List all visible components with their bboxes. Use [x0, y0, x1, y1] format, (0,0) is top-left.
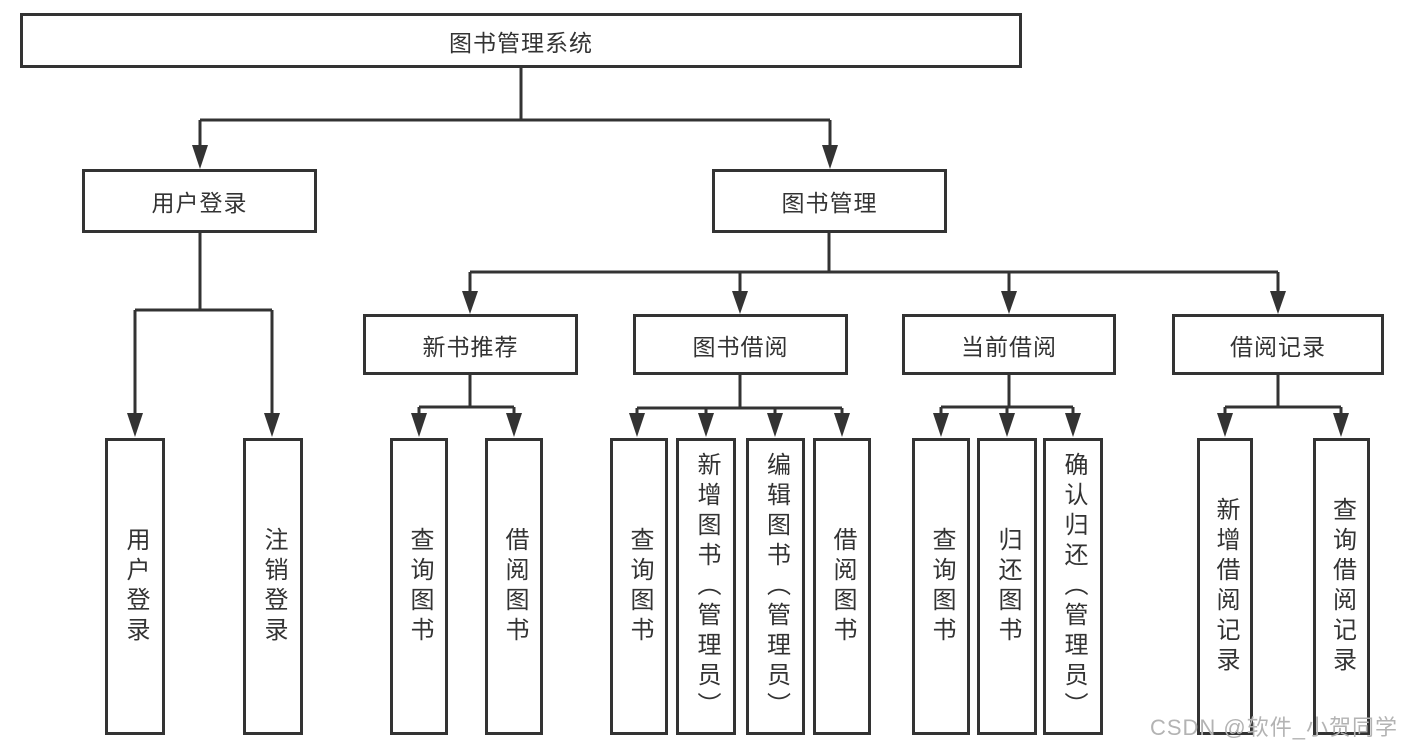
leaf-newbook-borrow-books-label: 借阅图书: [501, 526, 528, 647]
leaf-records-query-record: 查询借阅记录: [1313, 438, 1370, 735]
watermark: CSDN @软件_小贺同学: [1149, 715, 1398, 740]
leaf-user-login: 用户登录: [105, 438, 165, 735]
node-new-book-recommend: 新书推荐: [363, 314, 578, 375]
leaf-current-confirm-return-label: 确认归还（管理员）: [1060, 451, 1087, 722]
leaf-borrow-borrow-books: 借阅图书: [813, 438, 871, 735]
leaf-current-query-books: 查询图书: [912, 438, 970, 735]
leaf-user-login-label: 用户登录: [122, 526, 149, 647]
node-user-login-label: 用户登录: [151, 190, 248, 216]
leaf-borrow-query-books: 查询图书: [610, 438, 668, 735]
leaf-borrow-borrow-books-label: 借阅图书: [829, 526, 856, 647]
leaf-newbook-query-books-label: 查询图书: [406, 526, 433, 647]
root-node: 图书管理系统: [20, 13, 1022, 68]
leaf-borrow-edit-books: 编辑图书（管理员）: [746, 438, 805, 735]
leaf-newbook-query-books: 查询图书: [390, 438, 448, 735]
leaf-records-add-record-label: 新增借阅记录: [1212, 496, 1239, 677]
node-new-book-recommend-label: 新书推荐: [422, 333, 519, 360]
leaf-logout-label: 注销登录: [260, 526, 287, 647]
leaf-borrow-query-books-label: 查询图书: [626, 526, 653, 647]
node-book-management: 图书管理: [712, 169, 947, 233]
leaf-borrow-edit-books-label: 编辑图书（管理员）: [762, 451, 790, 722]
node-book-borrow-label: 图书借阅: [692, 333, 789, 360]
leaf-logout: 注销登录: [243, 438, 303, 735]
node-borrow-records-label: 借阅记录: [1230, 333, 1326, 360]
leaf-borrow-add-books: 新增图书（管理员）: [676, 438, 736, 735]
node-user-login: 用户登录: [82, 169, 317, 233]
node-borrow-records: 借阅记录: [1172, 314, 1384, 375]
leaf-records-query-record-label: 查询借阅记录: [1328, 496, 1356, 677]
node-current-borrow-label: 当前借阅: [961, 333, 1057, 360]
node-book-management-label: 图书管理: [781, 190, 878, 216]
leaf-current-return-books: 归还图书: [977, 438, 1037, 735]
root-node-label: 图书管理系统: [449, 29, 593, 56]
leaf-newbook-borrow-books: 借阅图书: [485, 438, 543, 735]
leaf-records-add-record: 新增借阅记录: [1197, 438, 1253, 735]
node-current-borrow: 当前借阅: [902, 314, 1116, 375]
leaf-current-return-books-label: 归还图书: [994, 526, 1021, 647]
leaf-current-confirm-return: 确认归还（管理员）: [1043, 438, 1103, 735]
leaf-borrow-add-books-label: 新增图书（管理员）: [693, 451, 720, 722]
leaf-current-query-books-label: 查询图书: [928, 526, 955, 647]
node-book-borrow: 图书借阅: [633, 314, 848, 375]
